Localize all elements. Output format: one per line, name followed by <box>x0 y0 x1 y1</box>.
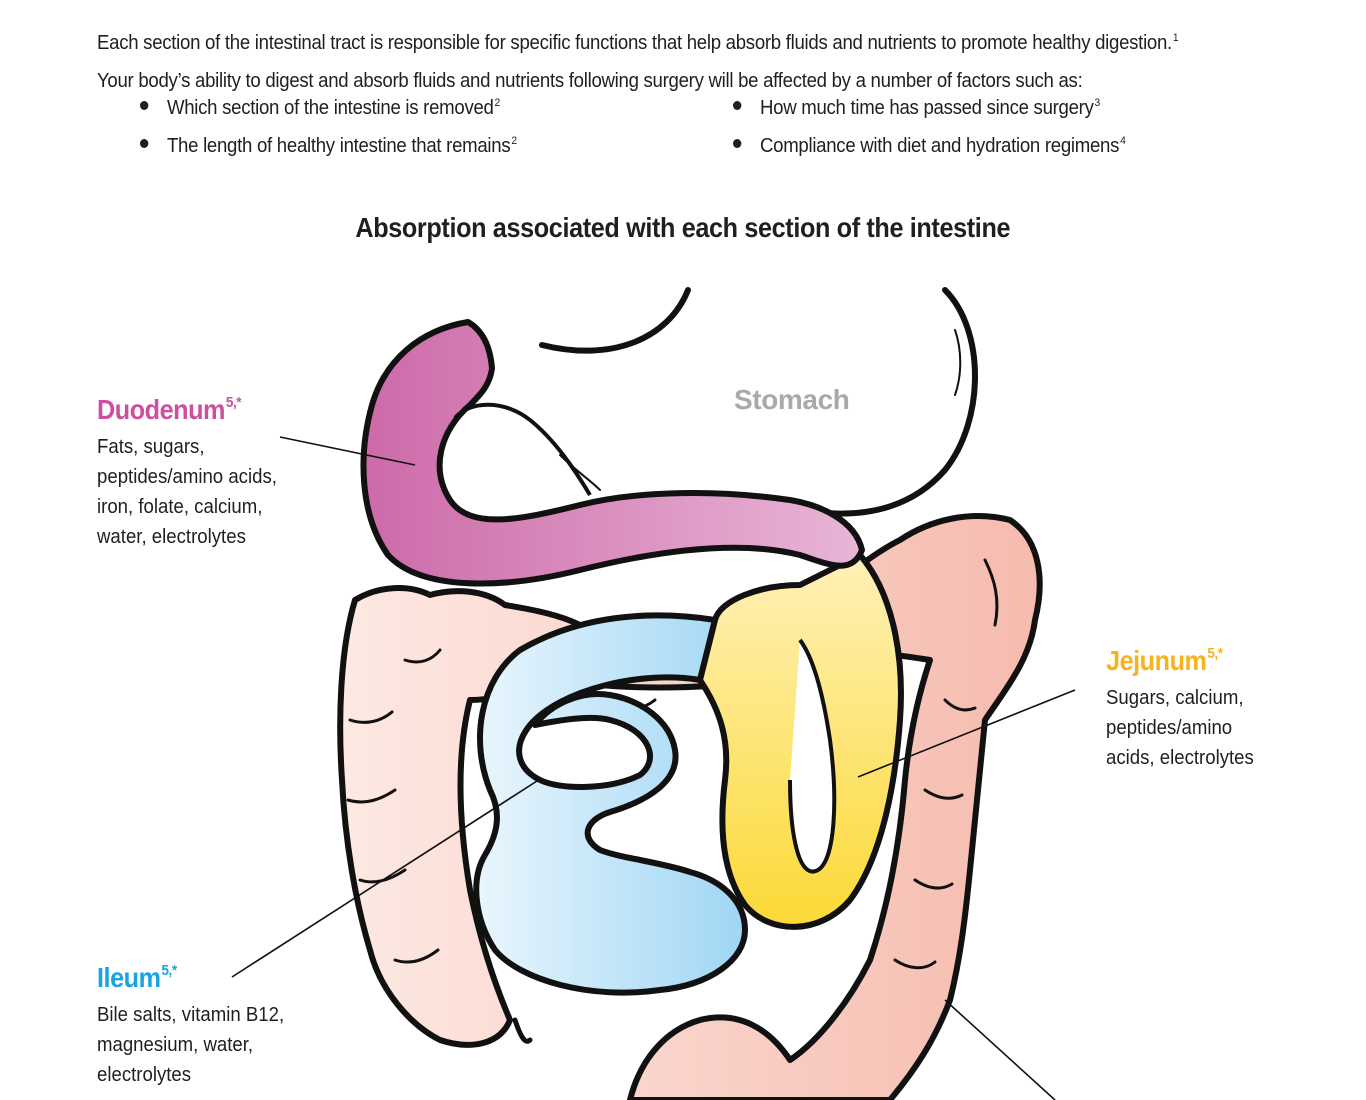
colon-pointer <box>944 999 1056 1100</box>
jejunum-pointer <box>857 689 1076 778</box>
colon <box>337 513 1043 1100</box>
factor-list: Which section of the intestine is remove… <box>0 97 1366 177</box>
ileum-label: Ileum5,* Bile salts, vitamin B12, magnes… <box>97 962 298 1090</box>
intro-text: Each section of the intestinal tract is … <box>97 24 1232 100</box>
jejunum-description: Sugars, calcium, peptides/amino acids, e… <box>1106 687 1254 769</box>
factor-item: Which section of the intestine is remove… <box>140 97 500 120</box>
jejunum-label: Jejunum5,* Sugars, calcium, peptides/ami… <box>1106 645 1265 773</box>
factor-item: The length of healthy intestine that rem… <box>140 135 517 158</box>
stomach-outline <box>539 287 978 517</box>
bullet-icon <box>140 139 149 148</box>
duodenum-description: Fats, sugars, peptides/amino acids, iron… <box>97 436 277 548</box>
duodenum-pointer <box>279 436 416 466</box>
intro-line-2: Your body’s ability to digest and absorb… <box>97 70 1083 92</box>
duodenum-segment <box>360 319 865 587</box>
ileum-title: Ileum5,* <box>97 962 177 993</box>
reference-1: 1 <box>1172 32 1179 44</box>
ileum-pointer <box>231 780 538 978</box>
duodenum-title: Duodenum5,* <box>97 394 242 425</box>
factor-item: How much time has passed since surgery3 <box>733 97 1100 120</box>
ileum-segment <box>473 612 748 996</box>
stomach-label: Stomach <box>734 384 850 415</box>
jejunum-title: Jejunum5,* <box>1106 645 1223 676</box>
bullet-icon <box>733 139 742 148</box>
diagram-heading: Absorption associated with each section … <box>355 212 1011 243</box>
bullet-icon <box>140 101 149 110</box>
factor-item: Compliance with diet and hydration regim… <box>733 135 1126 158</box>
bullet-icon <box>733 101 742 110</box>
pointer-lines <box>231 436 1076 1100</box>
intro-line-1: Each section of the intestinal tract is … <box>97 32 1179 54</box>
ileum-description: Bile salts, vitamin B12, magnesium, wate… <box>97 1004 285 1086</box>
duodenum-label: Duodenum5,* Fats, sugars, peptides/amino… <box>97 394 290 552</box>
